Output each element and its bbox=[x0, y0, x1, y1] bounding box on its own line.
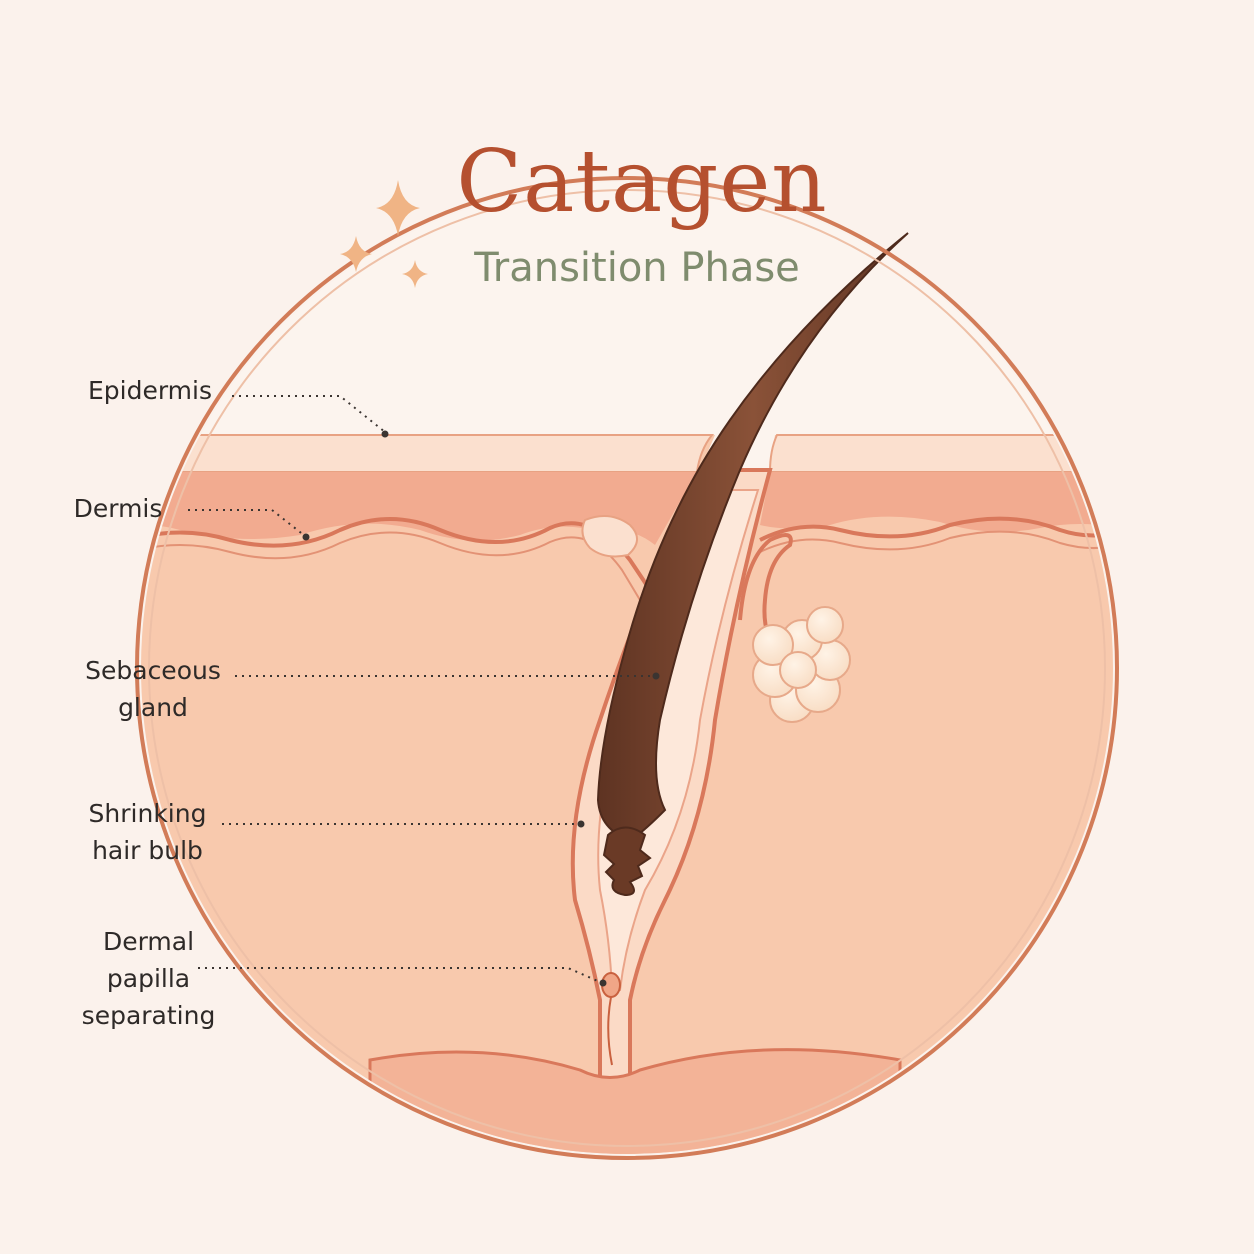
leader-lines bbox=[188, 395, 653, 983]
sparkle-icon bbox=[340, 236, 372, 272]
dermal-junction-left bbox=[141, 517, 652, 592]
epidermis-layer-left bbox=[141, 434, 715, 473]
dermal-junction-right bbox=[759, 516, 1113, 542]
sebaceous-duct bbox=[738, 533, 793, 652]
leader-papilla bbox=[198, 967, 601, 983]
circle-outline bbox=[135, 176, 1119, 1160]
label-epidermis: Epidermis bbox=[87, 376, 213, 405]
sparkle-icon bbox=[376, 180, 420, 236]
shrinking-hair-club bbox=[602, 826, 652, 897]
bottom-dermal-band bbox=[368, 1048, 902, 1154]
page-title: Catagen bbox=[456, 132, 828, 232]
dermal-junction-right-inner bbox=[759, 530, 1113, 553]
leader-dermis bbox=[188, 509, 306, 537]
label-dermal-papilla: Dermal papilla separating bbox=[81, 927, 216, 1030]
circle-outline-inner bbox=[148, 189, 1106, 1147]
label-hair-bulb: Shrinking hair bulb bbox=[88, 799, 207, 865]
papilla-stalk bbox=[607, 996, 613, 1066]
sparkle-icon bbox=[402, 260, 428, 288]
page-subtitle: Transition Phase bbox=[474, 245, 800, 291]
label-sebaceous-gland: Sebaceous gland bbox=[85, 656, 221, 722]
leader-epidermis bbox=[232, 395, 386, 433]
sebaceous-gland bbox=[752, 606, 851, 723]
dermis-band-right bbox=[760, 472, 1113, 532]
dermal-junction-left-inner bbox=[141, 531, 641, 601]
label-dermis: Dermis bbox=[73, 494, 163, 523]
upper-gland-lobe bbox=[581, 515, 638, 558]
leader-dots bbox=[302, 430, 660, 987]
